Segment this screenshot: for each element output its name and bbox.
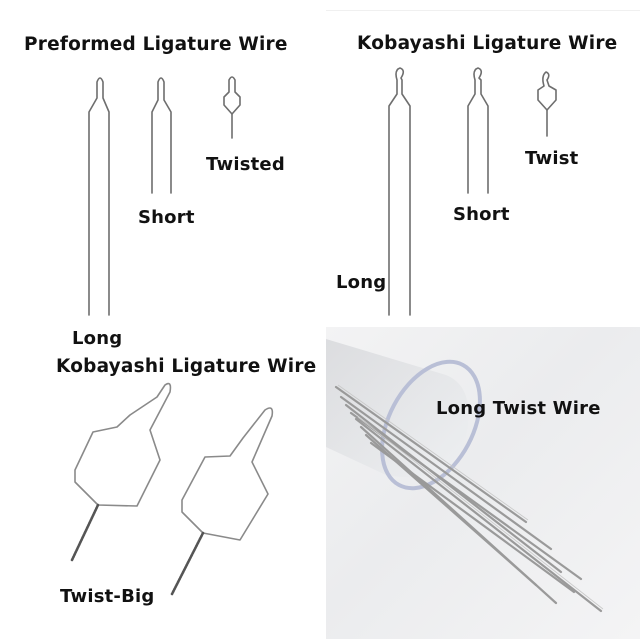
tube-photo-illustration <box>326 339 604 613</box>
twist-big-label: Twist-Big <box>60 586 155 607</box>
preformed-twisted-label: Twisted <box>206 154 285 175</box>
long-twist-wire-photo <box>326 327 640 639</box>
preformed-long-label: Long <box>72 328 123 349</box>
twist-big-wire-drawing-2 <box>170 407 274 596</box>
kobayashi-short-wire-drawing <box>467 67 489 194</box>
kobayashi-twist-big-title: Kobayashi Ligature Wire <box>56 356 317 377</box>
preformed-twisted-wire-drawing <box>223 76 241 139</box>
kobayashi-ligature-wire-title: Kobayashi Ligature Wire <box>357 33 618 54</box>
long-twist-wire-label: Long Twist Wire <box>436 398 601 419</box>
twist-big-wire-drawing-1 <box>70 382 172 562</box>
kobayashi-short-label: Short <box>453 204 510 225</box>
kobayashi-twist-wire-drawing <box>537 71 557 137</box>
kobayashi-long-wire-drawing <box>388 67 411 316</box>
preformed-long-wire-drawing <box>88 77 110 316</box>
preformed-short-label: Short <box>138 207 195 228</box>
panel-divider <box>326 10 640 11</box>
kobayashi-long-label: Long <box>336 272 387 293</box>
kobayashi-twist-label: Twist <box>525 148 579 169</box>
preformed-short-wire-drawing <box>151 77 172 194</box>
preformed-ligature-wire-title: Preformed Ligature Wire <box>24 34 288 55</box>
